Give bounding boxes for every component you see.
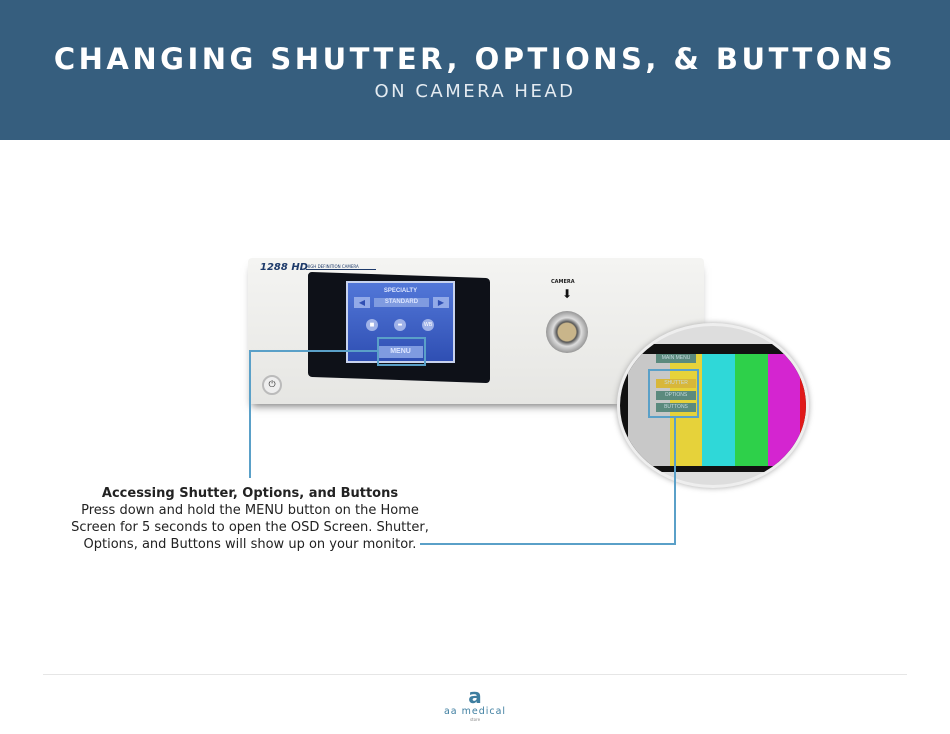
callout-line	[249, 350, 251, 478]
instruction-text: Accessing Shutter, Options, and Buttons …	[60, 485, 440, 553]
instruction-body: Press down and hold the MENU button on t…	[71, 503, 429, 552]
specialty-label: SPECIALTY	[383, 288, 418, 294]
color-bar	[800, 354, 806, 466]
osd-buttons: BUTTONS	[656, 403, 696, 412]
left-arrow-button[interactable]: ◀	[354, 297, 370, 308]
footer-divider	[43, 674, 907, 675]
record-icon[interactable]: ▬	[394, 319, 406, 331]
osd-main-menu: MAIN MENU	[656, 354, 696, 363]
color-bar	[702, 354, 735, 466]
callout-line	[420, 543, 676, 545]
model-sublabel: HIGH DEFINITION CAMERA	[306, 264, 376, 270]
camera-icon[interactable]: ■	[366, 319, 378, 331]
company-logo: a aa medical store	[440, 686, 510, 722]
camera-control-unit: 1288 HD HIGH DEFINITION CAMERA SPECIALTY…	[248, 258, 950, 622]
right-arrow-button[interactable]: ▶	[433, 297, 449, 308]
camera-label: CAMERA	[551, 279, 575, 285]
monitor-magnifier: MAIN MENU SHUTTER OPTIONS BUTTONS	[617, 323, 809, 488]
touch-screen: SPECIALTY ◀ STANDARD ▶ ■ ▬ WB MENU	[346, 281, 455, 363]
instruction-heading: Accessing Shutter, Options, and Buttons	[101, 486, 399, 501]
callout-line	[249, 350, 378, 352]
logo-text: aa medical	[443, 706, 507, 717]
menu-button[interactable]: MENU	[378, 346, 423, 358]
osd-highlight	[648, 369, 699, 418]
specialty-value: STANDARD	[374, 298, 429, 307]
osd-shutter: SHUTTER	[656, 379, 696, 388]
camera-connector	[546, 311, 588, 353]
menu-highlight	[377, 337, 426, 366]
color-bar	[735, 354, 768, 466]
page-subtitle: ON CAMERA HEAD	[374, 81, 576, 102]
white-balance-icon[interactable]: WB	[422, 319, 434, 331]
osd-options: OPTIONS	[656, 391, 696, 400]
model-label: 1288 HD	[260, 262, 308, 273]
power-button[interactable]: ⏻	[262, 375, 282, 395]
callout-line	[674, 418, 676, 545]
arrow-down-icon: ⬇	[562, 287, 573, 301]
logo-mark: a	[468, 684, 482, 708]
color-bar	[768, 354, 800, 466]
page-title: CHANGING SHUTTER, OPTIONS, & BUTTONS	[53, 42, 897, 76]
logo-sub: store	[469, 717, 481, 722]
header-banner: CHANGING SHUTTER, OPTIONS, & BUTTONS ON …	[0, 0, 950, 140]
